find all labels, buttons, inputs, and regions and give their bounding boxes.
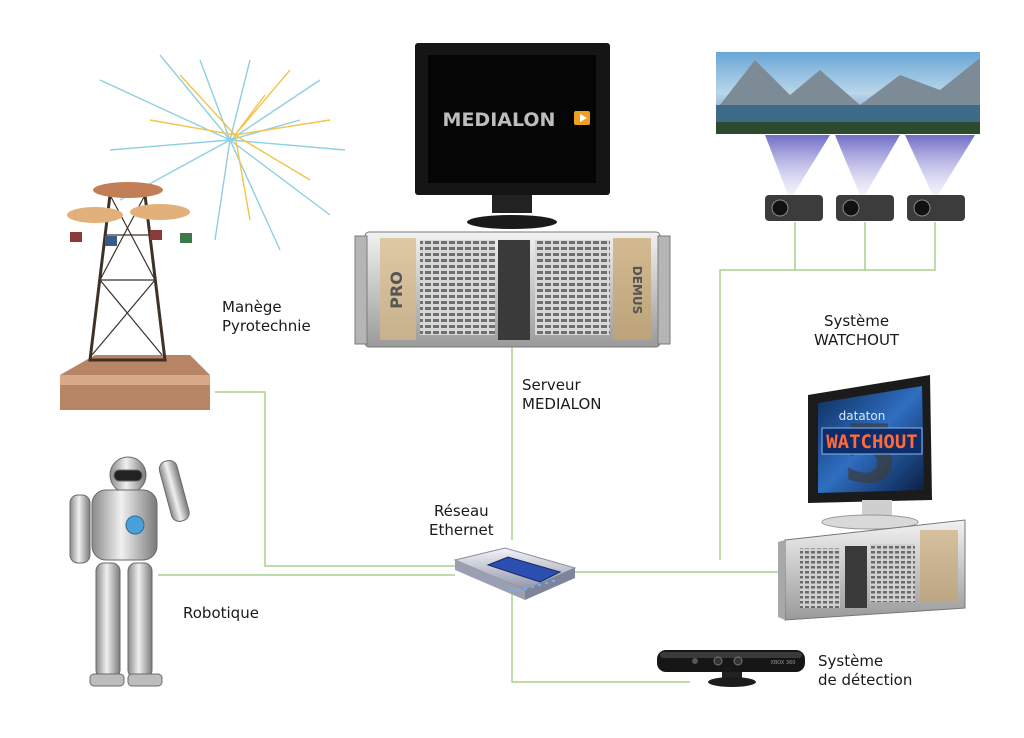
monitor-logo-text: MEDIALON xyxy=(443,109,556,131)
label-detection-system: Système de détection xyxy=(818,652,912,690)
label-detection-system-line2: de détection xyxy=(818,671,913,689)
connector-network-detection xyxy=(511,590,690,683)
robot-illustration xyxy=(69,456,190,687)
label-ride-pyrotechnics: Manège Pyrotechnie xyxy=(222,298,311,336)
server-side-text-left: PRO xyxy=(387,271,406,309)
label-watchout: WATCHOUT xyxy=(814,331,900,349)
label-robotics: Robotique xyxy=(183,604,259,622)
connector-lines xyxy=(158,222,936,683)
ethernet-router xyxy=(453,547,577,600)
projector-2 xyxy=(836,195,894,221)
label-watchout-system: Système WATCHOUT xyxy=(814,312,899,350)
fireworks-illustration xyxy=(99,54,346,251)
connector-projector-3 xyxy=(865,222,936,271)
label-pyrotechnics: Pyrotechnie xyxy=(222,317,311,335)
label-medialon: MEDIALON xyxy=(522,395,602,413)
projectors xyxy=(765,195,965,221)
play-icon-triangle xyxy=(580,114,587,122)
watchout-screen-text: WATCHOUT xyxy=(826,431,918,453)
watchout-monitor: 5 dataton WATCHOUT xyxy=(808,375,932,530)
label-ethernet: Ethernet xyxy=(429,521,494,539)
label-medialon-server: Serveur MEDIALON xyxy=(522,376,602,414)
medialon-monitor: MEDIALON xyxy=(415,43,610,229)
projector-1 xyxy=(765,195,823,221)
watchout-server-case xyxy=(778,519,966,621)
kinect-text: XBOX 360 xyxy=(771,660,796,666)
connector-ride-network xyxy=(215,391,455,567)
label-server: Serveur xyxy=(522,376,581,394)
label-network: Réseau xyxy=(433,502,489,520)
projector-3 xyxy=(907,195,965,221)
kinect-sensor: XBOX 360 xyxy=(657,650,805,687)
label-ethernet-network: Réseau Ethernet xyxy=(429,502,494,540)
label-detection-system-line1: Système xyxy=(818,652,884,670)
projection-screen xyxy=(716,52,980,200)
watchout-brand-text: dataton xyxy=(839,409,886,423)
server-side-text-right: DEMUS xyxy=(630,266,644,315)
label-ride: Manège xyxy=(222,298,282,316)
label-system: Système xyxy=(823,312,890,330)
connector-watchout-projectors xyxy=(719,222,796,560)
connector-projector-2 xyxy=(795,222,866,271)
medialon-server-case: PRO DEMUS xyxy=(354,231,671,348)
ride-tower-illustration xyxy=(60,182,210,410)
